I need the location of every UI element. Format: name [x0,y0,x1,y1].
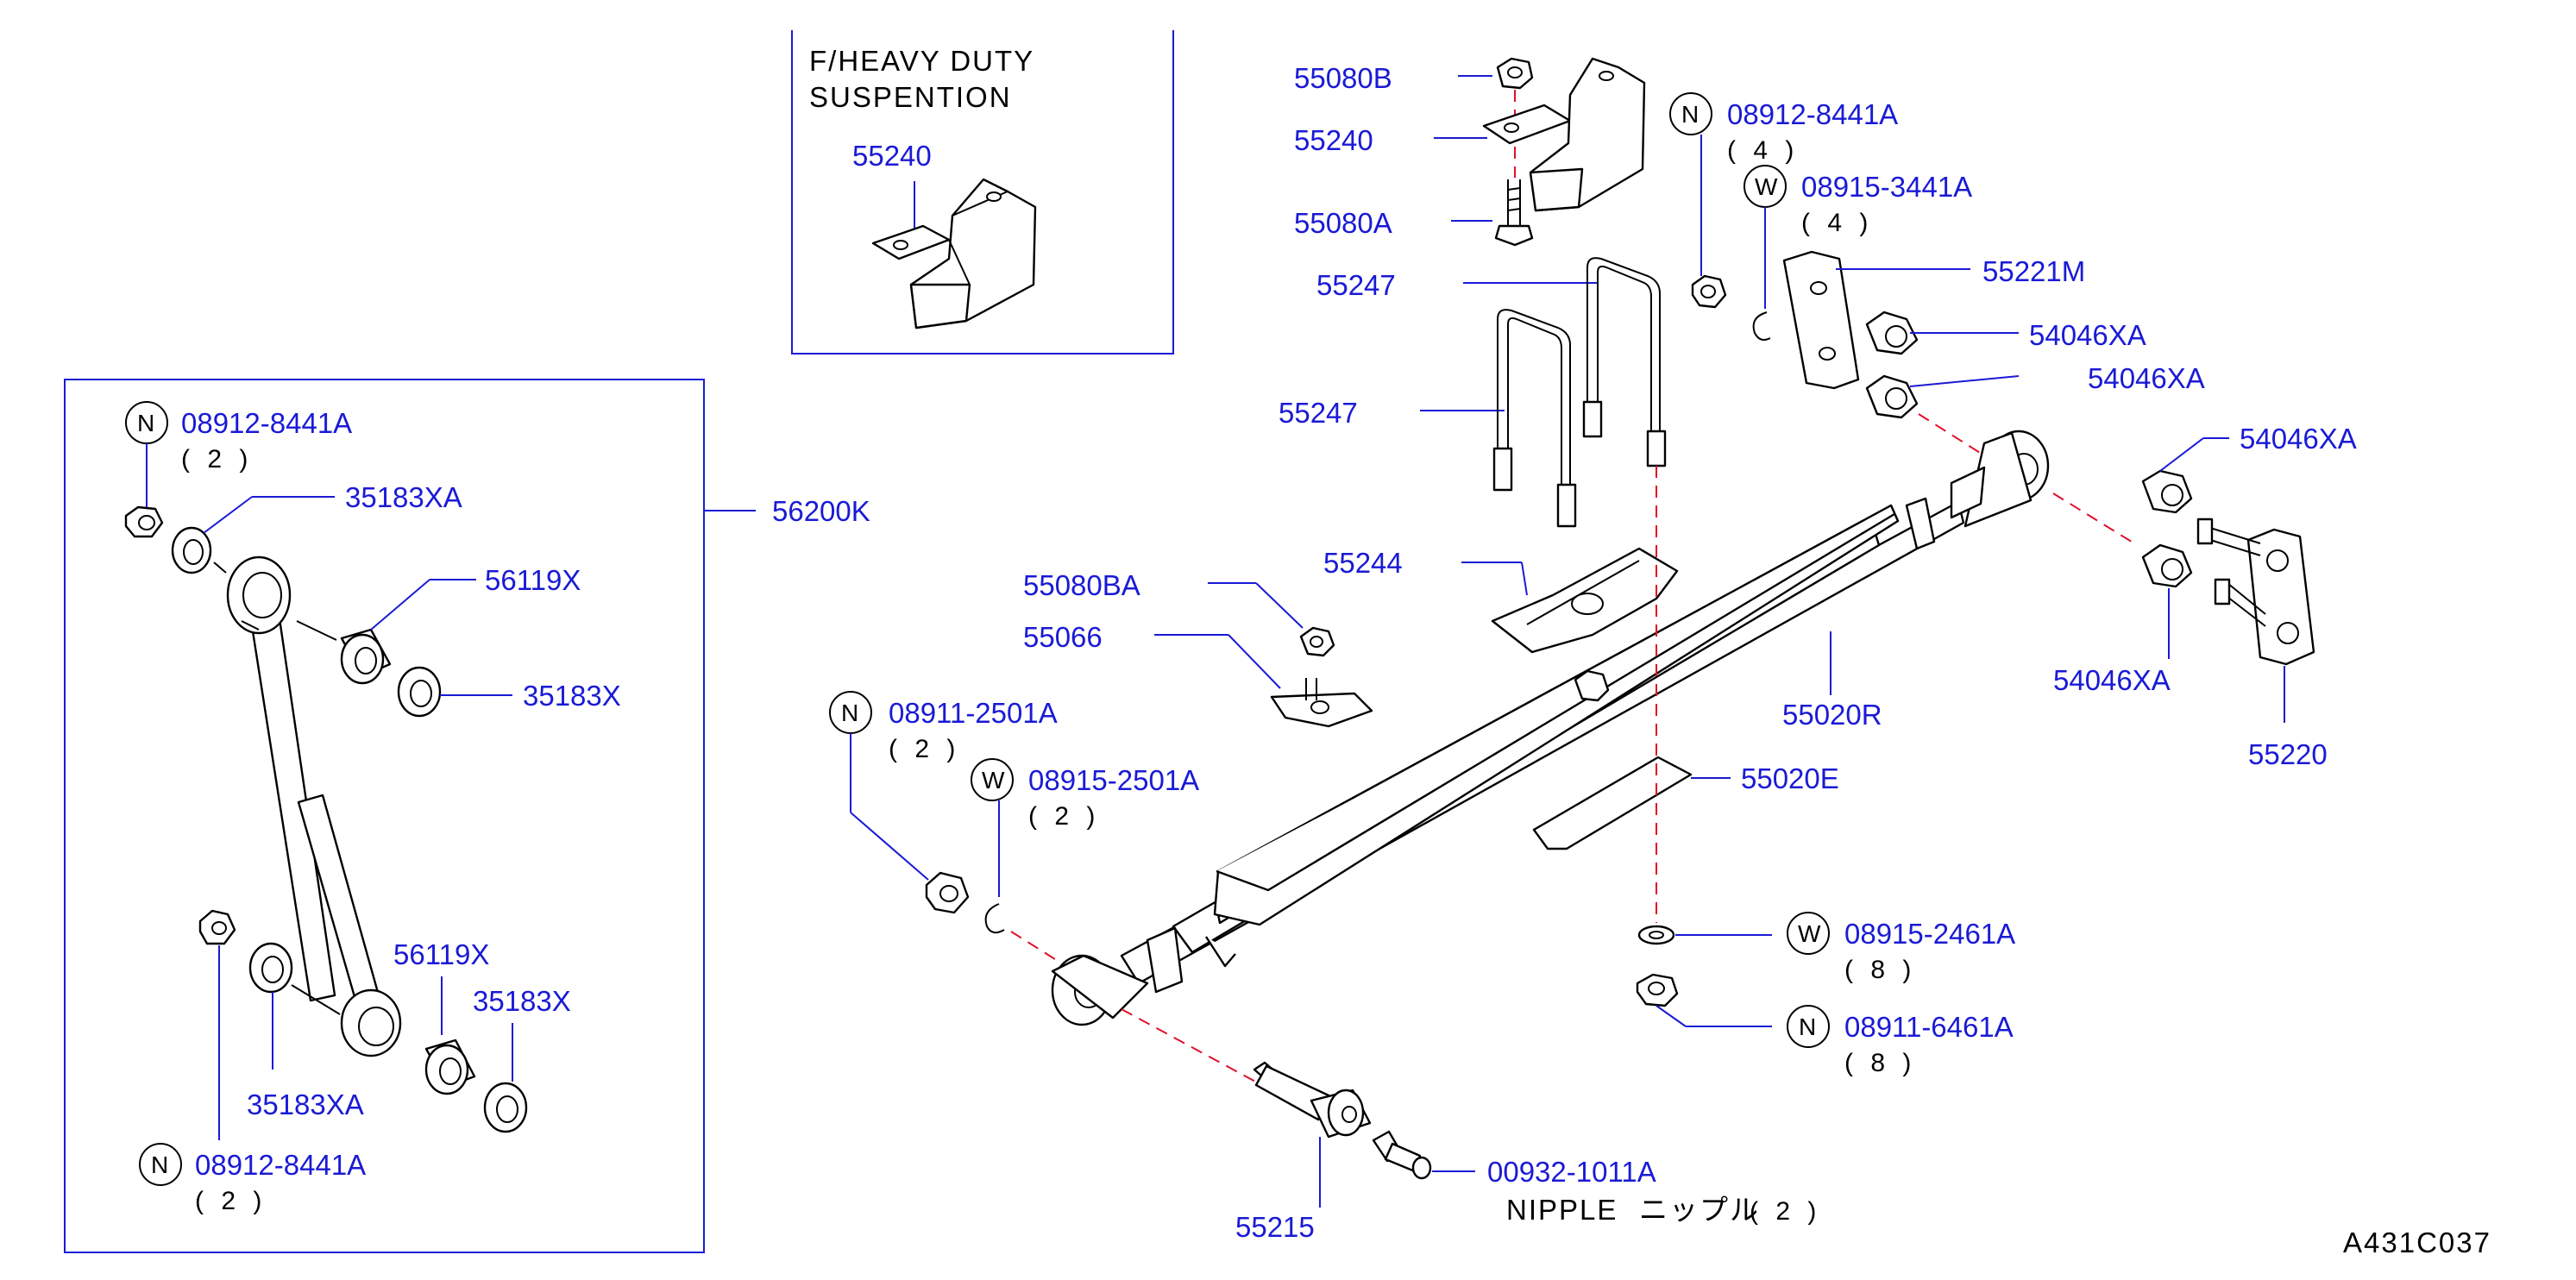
part-55066: 55066 [1023,621,1103,653]
nut-55080BA-icon [1299,626,1335,657]
front-washer-part: 08915-2501A [1028,764,1199,796]
shackle-nut-qty: ( 4 ) [1727,136,1799,165]
shackle-nut-icon [1691,274,1727,309]
shackle-plate-55221M-icon [1782,250,1860,390]
spring-bracket-group: 55080B 55240 55080A 55247 [1279,57,2205,528]
part-35183X-bottom: 35183X [473,985,571,1017]
shock-top-nut-qty: ( 2 ) [181,445,253,474]
nut-55080B-icon [1496,57,1534,90]
part-35183X-top: 35183X [523,680,621,712]
nipple-label-jp: ニップル [1639,1194,1760,1226]
part-55240: 55240 [1294,124,1373,156]
svg-text:W: W [982,767,1005,794]
shackle-55220-icon [2196,518,2315,666]
u-bolt-lower-icon [1492,309,1577,528]
washer-35183XA-bottom-icon [248,942,293,994]
bushing-54046XA-2-icon [1865,374,1919,419]
part-55220: 55220 [2248,738,2328,770]
part-00932-1011A: 00932-1011A [1487,1156,1656,1188]
inset-title-line2: SUSPENTION [809,81,1012,113]
shock-absorber-icon [226,555,402,1057]
spring-washer-icon [1752,311,1771,341]
part-35183XA-top: 35183XA [345,481,462,513]
ubolt-nut-icon [1636,973,1679,1007]
part-55221M: 55221M [1982,255,2085,287]
washer-35183X-top-icon [397,666,442,718]
inset-bracket-icon [871,178,1037,329]
leaf-spring-55020R-icon [1051,430,2050,1026]
shackle-washer-part: 08915-3441A [1801,171,1972,203]
inset-part-55240: 55240 [852,140,932,172]
shock-top-nut-part: 08912-8441A [181,407,352,439]
pin-55215-icon [1253,1061,1372,1139]
front-washer-qty: ( 2 ) [1028,802,1100,831]
nipple-icon [1372,1130,1432,1180]
part-55020E: 55020E [1741,762,1839,794]
part-55080A: 55080A [1294,207,1392,239]
front-nut-qty: ( 2 ) [889,735,960,763]
svg-text:N: N [137,410,154,436]
part-35183XA-bottom: 35183XA [247,1089,364,1120]
svg-text:W: W [1798,920,1821,947]
svg-text:N: N [1681,101,1699,128]
ubolt-nut-qty: ( 8 ) [1844,1049,1916,1077]
part-55020R: 55020R [1782,699,1882,731]
ubolt-washer-part: 08915-2461A [1844,918,2015,950]
inset-title-line1: F/HEAVY DUTY [809,45,1034,77]
bushing-54046XA-3-icon [2141,469,2193,514]
front-nut-part: 08911-2501A [889,697,1058,729]
bushing-56119X-top-icon [340,628,392,685]
part-54046XA-2: 54046XA [2088,362,2205,394]
bolt-55080A-icon [1494,179,1534,247]
svg-text:N: N [151,1151,168,1178]
n-symbol-icon [1669,92,1712,135]
svg-text:W: W [1755,173,1778,200]
n-symbol-icon [1787,1005,1830,1048]
w-symbol-icon [971,758,1014,801]
washer-35183X-bottom-icon [483,1082,528,1133]
shock-absorber-box: 56200K N 08912-8441A ( 2 ) 35183XA [64,379,870,1253]
shock-kit-56200K: 56200K [772,495,870,527]
ubolt-washer-qty: ( 8 ) [1844,956,1916,984]
part-55215: 55215 [1235,1211,1315,1243]
svg-text:N: N [841,700,858,726]
part-56119X-top: 56119X [485,564,581,596]
bushing-54046XA-4-icon [2141,543,2193,588]
nipple-label: NIPPLE [1506,1194,1618,1226]
bracket-55066-icon [1270,678,1373,728]
part-55080B: 55080B [1294,62,1392,94]
svg-text:N: N [1799,1013,1816,1040]
u-bolt-upper-icon [1582,257,1667,467]
nipple-qty: ( 2 ) [1750,1197,1821,1226]
n-symbol-icon [139,1143,182,1186]
part-54046XA-1: 54046XA [2029,319,2146,351]
shock-bottom-nut-qty: ( 2 ) [195,1187,267,1215]
top-nut-icon [124,505,164,538]
lower-nut-icon [198,909,236,945]
part-55247-upper: 55247 [1316,269,1396,301]
washer-35183XA-top-icon [171,526,212,574]
drawing-id: A431C037 [2343,1227,2491,1258]
part-54046XA-4: 54046XA [2053,664,2171,696]
part-54046XA-3: 54046XA [2240,423,2357,455]
front-spring-washer-icon [984,903,1005,934]
front-nut-icon [925,871,970,914]
bushing-54046XA-1-icon [1865,311,1919,355]
seat-plate-55244-icon [1491,547,1679,654]
pad-55020E-icon [1532,756,1693,850]
bushing-56119X-bottom-icon [424,1038,476,1095]
shackle-washer-qty: ( 4 ) [1801,209,1873,237]
part-56119X-bottom: 56119X [393,938,489,970]
w-symbol-icon [1787,912,1830,955]
part-55244: 55244 [1323,547,1403,579]
part-55247-lower: 55247 [1279,397,1358,429]
bracket-55240-icon [1482,57,1646,212]
shock-bottom-nut-part: 08912-8441A [195,1149,366,1181]
shackle-nut-part: 08912-8441A [1727,98,1898,130]
ubolt-nut-part: 08911-6461A [1844,1011,2014,1043]
part-55080BA: 55080BA [1023,569,1140,601]
heavy-duty-inset: F/HEAVY DUTY SUSPENTION 55240 [791,30,1174,355]
